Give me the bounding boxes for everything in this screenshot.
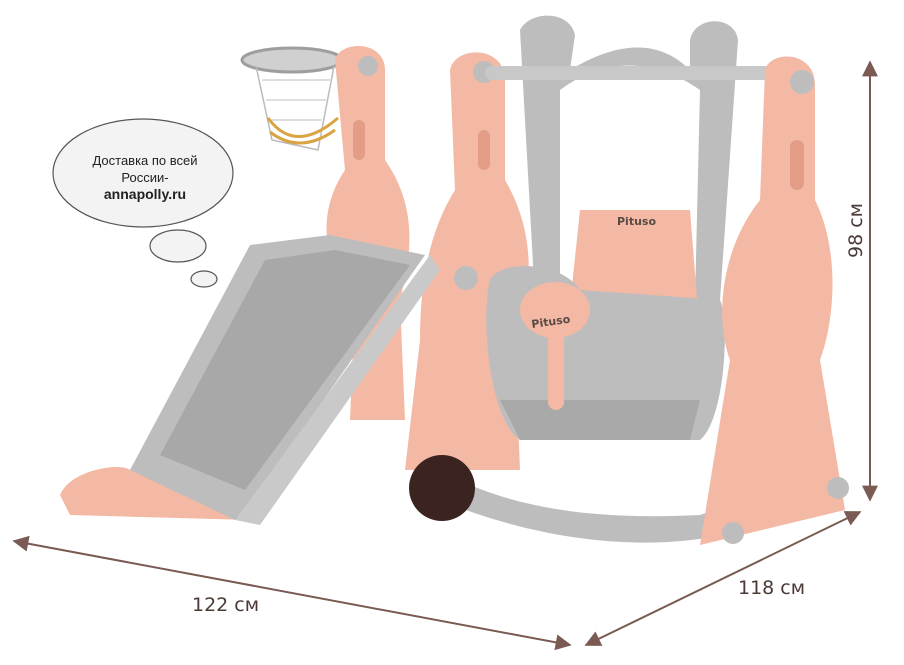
- depth-arrow: [584, 511, 862, 646]
- speech-bubble-text: Доставка по всей России- annapolly.ru: [56, 152, 234, 203]
- depth-label: 118 см: [738, 577, 806, 599]
- slide: [60, 235, 440, 525]
- speech-bubble: [52, 118, 234, 288]
- height-label: 98 см: [845, 203, 867, 258]
- basketball-hoop: [240, 46, 344, 151]
- right-tower: [700, 56, 849, 546]
- swing-base: [440, 478, 770, 543]
- bubble-line-2: России-: [121, 170, 169, 185]
- bubble-line-1: Доставка по всей: [92, 153, 198, 168]
- width-label: 122 см: [192, 594, 260, 616]
- width-arrow: [12, 535, 572, 651]
- swing-seat: [486, 210, 725, 440]
- bubble-site-link[interactable]: annapolly.ru: [103, 186, 187, 202]
- ball: [409, 455, 475, 521]
